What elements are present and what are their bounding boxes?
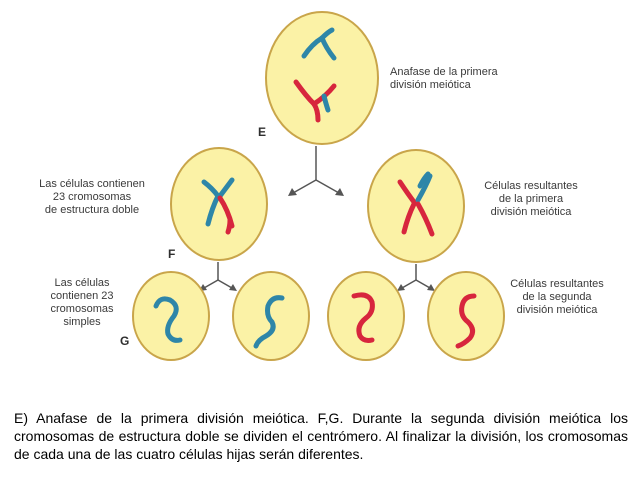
split-arrow-f-right (397, 264, 435, 291)
split-arrow-f-left (199, 262, 237, 291)
label-e-description: Anafase de la primera división meiótica (390, 66, 498, 91)
split-arrow-e (288, 146, 344, 196)
label-f-left: Las células contienen 23 cromosomas de e… (39, 178, 145, 216)
cell-g-4 (427, 271, 505, 361)
label-g-right: Células resultantes de la segunda divisi… (510, 278, 604, 316)
cell-g-2 (232, 271, 310, 361)
cell-e-chromosomes (293, 27, 337, 123)
cell-f-left-chromosome (201, 177, 235, 235)
cell-e (265, 11, 379, 145)
cell-f-right-chromosome (397, 171, 435, 237)
cell-g-4-chromosome (455, 293, 477, 349)
letter-f: F (168, 247, 176, 261)
letter-e: E (258, 125, 267, 139)
cell-g-1-chromosome (153, 296, 183, 343)
cell-g-3-chromosome (351, 292, 375, 343)
cell-g-2-chromosome (253, 295, 285, 349)
letter-g: G (120, 334, 130, 348)
label-f-right: Células resultantes de la primera divisi… (484, 180, 578, 218)
cell-f-right (367, 149, 465, 263)
caption: E) Anafase de la primera división meióti… (14, 410, 628, 462)
label-g-left: Las células contienen 23 cromosomas simp… (50, 277, 114, 328)
meiosis-diagram (132, 11, 505, 361)
cell-f-left (170, 147, 268, 261)
